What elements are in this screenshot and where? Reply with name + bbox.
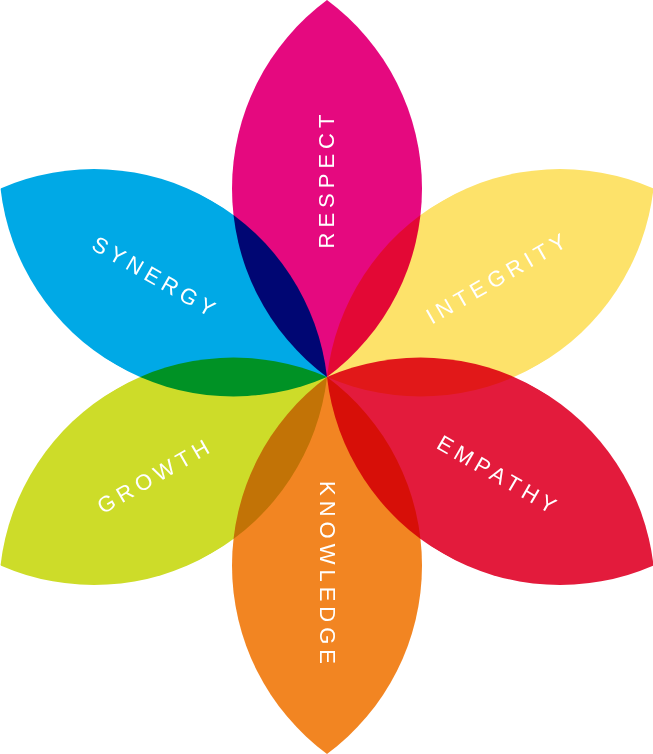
- petal-label: RESPECT: [316, 110, 338, 249]
- petal-outline: [0, 106, 375, 459]
- petal-label: KNOWLEDGE: [316, 481, 338, 669]
